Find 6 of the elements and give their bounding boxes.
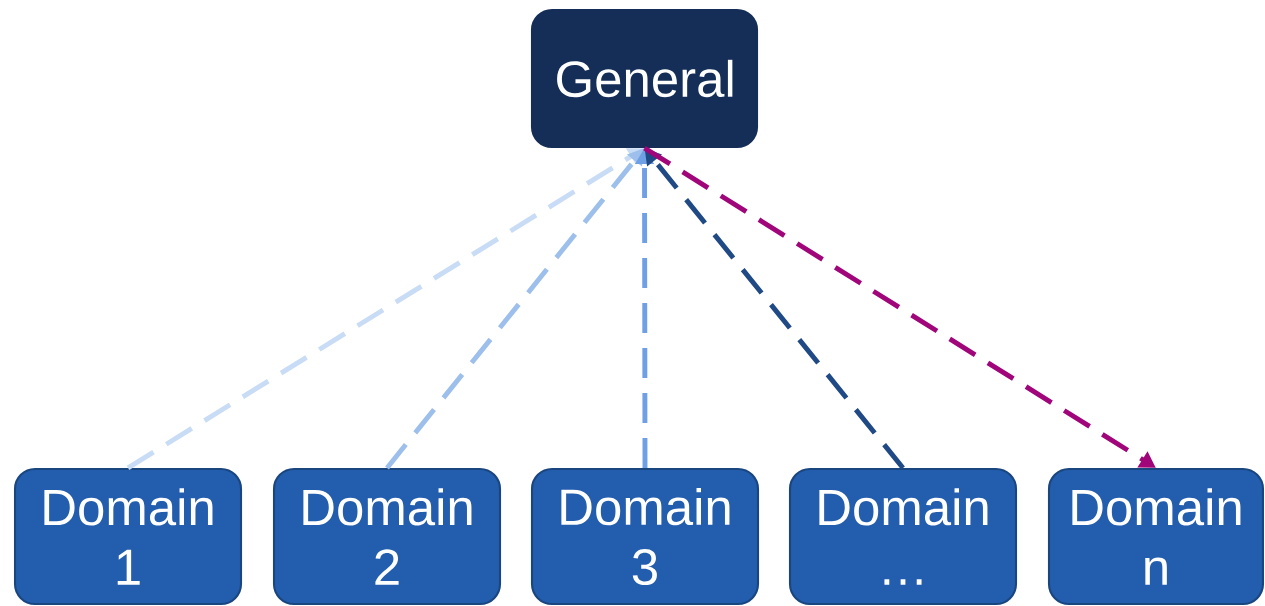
domain-box: Domain 3 [530, 467, 760, 606]
domain-box: Domain … [788, 467, 1018, 606]
general-box: General [530, 8, 759, 149]
domain-box: Domain n [1047, 467, 1265, 606]
domain-box: Domain 2 [272, 467, 502, 606]
domain-box: Domain 1 [13, 467, 243, 606]
